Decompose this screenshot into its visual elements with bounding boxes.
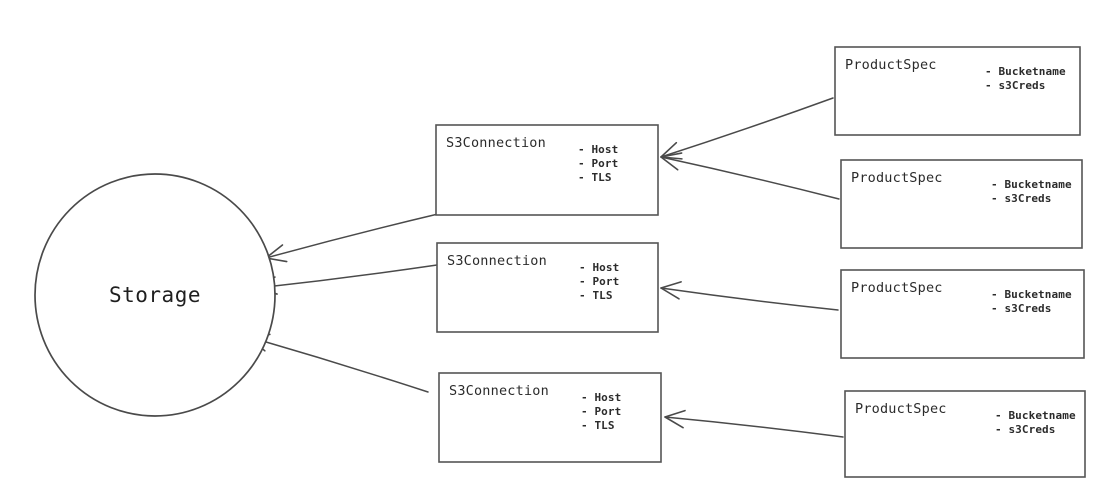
- spec-node-productspec-2[interactable]: ProductSpec - Bucketname- s3Creds: [840, 159, 1083, 249]
- spec-node-attribute: - Bucketname: [991, 178, 1072, 191]
- spec-node-attribute: - s3Creds: [985, 79, 1046, 92]
- connection-node-label: S3Connection: [449, 383, 549, 399]
- spec-node-attribute: - Bucketname: [991, 288, 1072, 301]
- connection-box-shape: [436, 242, 659, 333]
- spec-box-shape: [840, 159, 1083, 249]
- edge-s3connection-3-to-storage: [248, 333, 429, 393]
- spec-node-label: ProductSpec: [851, 170, 943, 186]
- edge-s3connection-1-to-storage: [265, 213, 439, 263]
- connection-node-attribute: - Port: [581, 405, 621, 418]
- storage-node-label: Storage: [109, 283, 201, 307]
- edge-productspec-4-to-s3connection-3: [664, 409, 844, 438]
- spec-box-shape: [844, 390, 1086, 478]
- connection-node-attribute: - Port: [579, 275, 619, 288]
- connection-node-label: S3Connection: [447, 253, 547, 269]
- connection-node-attribute: - Host: [579, 261, 619, 274]
- arrowhead-icon: [660, 281, 682, 300]
- spec-node-attribute: - s3Creds: [991, 302, 1052, 315]
- connection-node-s3connection-2[interactable]: S3Connection - Host- Port- TLS: [436, 242, 659, 333]
- edge-productspec-2-to-s3connection-1: [660, 152, 840, 200]
- connection-node-attribute: - TLS: [579, 289, 613, 302]
- arrowhead-icon: [664, 409, 686, 429]
- spec-node-attribute: - s3Creds: [995, 423, 1056, 436]
- edge-line: [265, 213, 439, 259]
- spec-node-productspec-3[interactable]: ProductSpec - Bucketname- s3Creds: [840, 269, 1085, 359]
- edge-line: [660, 156, 840, 200]
- spec-node-attribute: - Bucketname: [985, 65, 1066, 78]
- spec-node-attribute: - s3Creds: [991, 192, 1052, 205]
- connection-node-label: S3Connection: [446, 135, 546, 151]
- spec-node-label: ProductSpec: [851, 280, 943, 296]
- connection-node-s3connection-3[interactable]: S3Connection - Host- Port- TLS: [438, 372, 662, 463]
- spec-node-label: ProductSpec: [845, 57, 937, 73]
- spec-node-label: ProductSpec: [855, 401, 947, 417]
- edge-productspec-3-to-s3connection-2: [660, 281, 839, 311]
- edge-line: [248, 336, 429, 393]
- connection-box-shape: [438, 372, 662, 463]
- edge-line: [660, 97, 834, 158]
- edge-line: [660, 287, 839, 311]
- spec-box-shape: [834, 46, 1081, 136]
- connection-node-attribute: - TLS: [578, 171, 612, 184]
- spec-node-productspec-1[interactable]: ProductSpec - Bucketname- s3Creds: [834, 46, 1081, 136]
- connection-node-attribute: - TLS: [581, 419, 615, 432]
- spec-node-productspec-4[interactable]: ProductSpec - Bucketname- s3Creds: [844, 390, 1086, 478]
- spec-box-shape: [840, 269, 1085, 359]
- edge-productspec-1-to-s3connection-1: [660, 97, 834, 160]
- connection-box-shape: [435, 124, 659, 216]
- storage-node[interactable]: Storage: [34, 173, 276, 417]
- storage-circle-shape: [34, 173, 276, 417]
- connection-node-attribute: - Host: [578, 143, 618, 156]
- arrowhead-icon: [660, 152, 683, 171]
- connection-node-attribute: - Port: [578, 157, 618, 170]
- connection-node-attribute: - Host: [581, 391, 621, 404]
- edge-line: [256, 264, 438, 289]
- connection-node-s3connection-1[interactable]: S3Connection - Host- Port- TLS: [435, 124, 659, 216]
- edge-s3connection-2-to-storage: [256, 264, 438, 295]
- edge-line: [664, 416, 844, 438]
- spec-node-attribute: - Bucketname: [995, 409, 1076, 422]
